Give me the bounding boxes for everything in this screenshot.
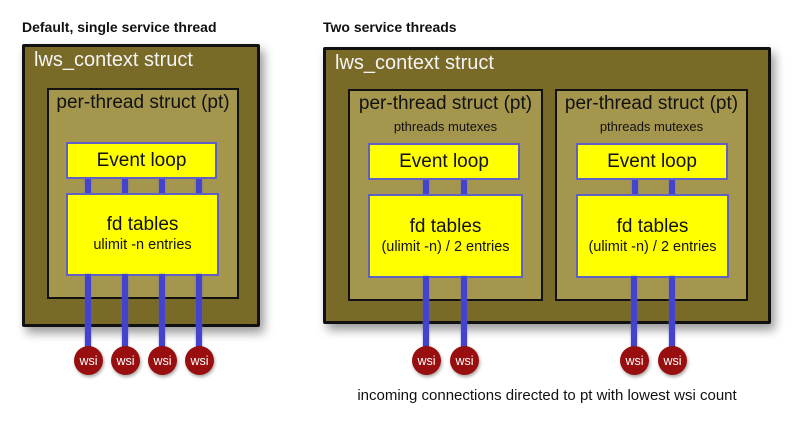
connector-bar — [159, 274, 165, 348]
pthreads-mutexes-label: pthreads mutexes — [599, 119, 704, 134]
wsi-node: wsi — [111, 346, 140, 375]
connector-bar — [669, 180, 675, 195]
wsi-node: wsi — [658, 346, 687, 375]
context-label: lws_context struct — [34, 49, 193, 71]
lws-context-box-right: lws_context struct per-thread struct (pt… — [323, 47, 771, 324]
connector-bar — [423, 180, 429, 195]
connector-bar — [85, 274, 91, 348]
lws-context-box-left: lws_context struct per-thread struct (pt… — [22, 44, 260, 327]
context-label: lws_context struct — [335, 52, 494, 74]
fd-tables-box: fd tables (ulimit -n) / 2 entries — [368, 194, 523, 278]
wsi-node: wsi — [620, 346, 649, 375]
fd-tables-box: fd tables ulimit -n entries — [66, 193, 219, 276]
wsi-node: wsi — [185, 346, 214, 375]
wsi-node: wsi — [74, 346, 103, 375]
per-thread-label: per-thread struct (pt) — [564, 93, 739, 114]
connector-bar — [461, 276, 467, 348]
connector-bar — [423, 276, 429, 348]
event-loop-label: Event loop — [607, 150, 697, 172]
right-diagram-title: Two service threads — [323, 19, 457, 35]
event-loop-box: Event loop — [368, 143, 520, 180]
connector-bar — [196, 179, 202, 194]
connector-bar — [122, 274, 128, 348]
connector-bar — [669, 276, 675, 348]
fd-tables-title: fd tables — [106, 214, 179, 236]
event-loop-label: Event loop — [399, 150, 489, 172]
wsi-node: wsi — [412, 346, 441, 375]
per-thread-label: per-thread struct (pt) — [56, 92, 230, 113]
fd-tables-subtitle: (ulimit -n) / 2 entries — [381, 238, 510, 255]
wsi-node: wsi — [450, 346, 479, 375]
connector-bar — [461, 180, 467, 195]
per-thread-label: per-thread struct (pt) — [358, 93, 533, 114]
connector-bar — [122, 179, 128, 194]
fd-tables-title: fd tables — [409, 215, 482, 237]
pthreads-mutexes-label: pthreads mutexes — [393, 119, 498, 134]
connector-bar — [632, 180, 638, 195]
per-thread-box: per-thread struct (pt) pthreads mutexes … — [348, 89, 543, 301]
event-loop-box: Event loop — [576, 143, 728, 180]
wsi-node: wsi — [148, 346, 177, 375]
fd-tables-subtitle: (ulimit -n) / 2 entries — [588, 238, 717, 255]
fd-tables-box: fd tables (ulimit -n) / 2 entries — [576, 194, 729, 278]
per-thread-box: per-thread struct (pt) pthreads mutexes … — [555, 89, 748, 301]
connector-bar — [631, 276, 637, 348]
connector-bar — [159, 179, 165, 194]
left-diagram-title: Default, single service thread — [22, 19, 217, 35]
per-thread-box: per-thread struct (pt) Event loop fd tab… — [47, 88, 239, 299]
event-loop-label: Event loop — [96, 149, 187, 171]
connector-bar — [196, 274, 202, 348]
fd-tables-title: fd tables — [616, 215, 689, 237]
fd-tables-subtitle: ulimit -n entries — [93, 237, 192, 254]
connector-bar — [85, 179, 91, 194]
caption: incoming connections directed to pt with… — [357, 387, 737, 404]
event-loop-box: Event loop — [66, 142, 217, 179]
